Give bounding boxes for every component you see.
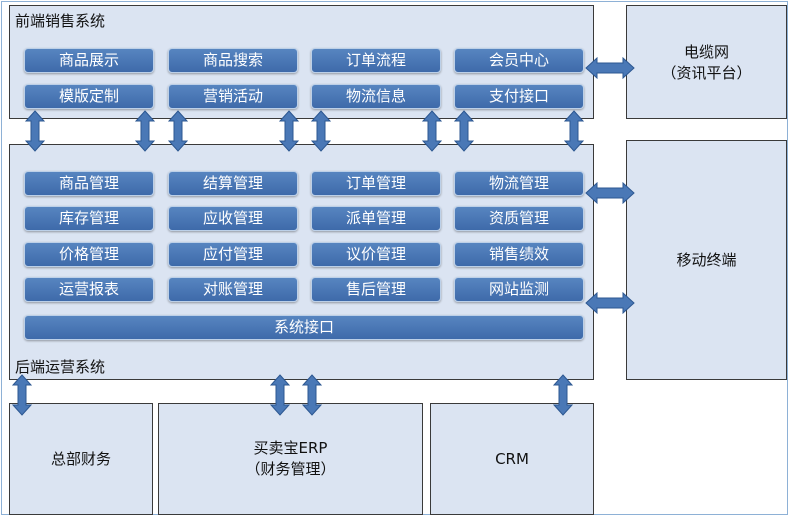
module-bargain-mgmt: 议价管理: [311, 242, 441, 267]
module-site-monitor: 网站监测: [454, 277, 584, 302]
erp-label: 买卖宝ERP （财务管理）: [245, 439, 336, 478]
double-arrow-back-erp-2: [302, 374, 322, 416]
module-system-interface: 系统接口: [24, 315, 584, 340]
module-member-center: 会员中心: [454, 48, 584, 73]
module-product-mgmt: 商品管理: [24, 171, 154, 196]
erp-system: 买卖宝ERP （财务管理）: [158, 403, 423, 515]
front-sales-title: 前端销售系统: [15, 12, 106, 30]
double-arrow-front-back-5: [311, 110, 331, 152]
mobile-terminal-label: 移动终端: [676, 251, 737, 269]
module-order-flow: 订单流程: [311, 48, 441, 73]
double-arrow-back-finance: [12, 374, 32, 416]
module-logistics-info: 物流信息: [311, 84, 441, 109]
cable-net-platform: 电缆网 （资讯平台）: [626, 5, 787, 119]
module-settlement-mgmt: 结算管理: [168, 171, 298, 196]
double-arrow-front-back-2: [135, 110, 155, 152]
hq-finance-label: 总部财务: [50, 450, 111, 468]
module-payables-mgmt: 应付管理: [168, 242, 298, 267]
double-arrow-front-cable-net: [585, 57, 635, 79]
module-ops-report: 运营报表: [24, 277, 154, 302]
module-receivables-mgmt: 应收管理: [168, 206, 298, 231]
cable-net-label: 电缆网 （资讯平台）: [661, 43, 752, 82]
mobile-terminal: 移动终端: [626, 140, 787, 380]
module-order-mgmt: 订单管理: [311, 171, 441, 196]
module-logistics-mgmt: 物流管理: [454, 171, 584, 196]
crm-system: CRM: [430, 403, 594, 515]
module-dispatch-mgmt: 派单管理: [311, 206, 441, 231]
back-ops-title: 后端运营系统: [15, 358, 106, 376]
crm-label: CRM: [495, 450, 529, 468]
module-price-mgmt: 价格管理: [24, 242, 154, 267]
module-payment-interface: 支付接口: [454, 84, 584, 109]
hq-finance: 总部财务: [9, 403, 153, 515]
module-marketing: 营销活动: [168, 84, 298, 109]
double-arrow-front-back-1: [25, 110, 45, 152]
double-arrow-back-mobile-1: [585, 182, 635, 204]
module-product-display: 商品展示: [24, 48, 154, 73]
back-ops-system: 商品管理 结算管理 订单管理 物流管理 库存管理 应收管理 派单管理 资质管理 …: [9, 144, 594, 380]
module-inventory-mgmt: 库存管理: [24, 206, 154, 231]
module-reconciliation-mgmt: 对账管理: [168, 277, 298, 302]
module-aftersales-mgmt: 售后管理: [311, 277, 441, 302]
double-arrow-front-back-3: [168, 110, 188, 152]
double-arrow-front-back-7: [454, 110, 474, 152]
module-qualification-mgmt: 资质管理: [454, 206, 584, 231]
front-sales-system: 前端销售系统 商品展示 商品搜索 订单流程 会员中心 模版定制 营销活动 物流信…: [9, 5, 594, 119]
double-arrow-front-back-6: [422, 110, 442, 152]
double-arrow-front-back-8: [564, 110, 584, 152]
module-template-custom: 模版定制: [24, 84, 154, 109]
double-arrow-back-crm: [553, 374, 573, 416]
double-arrow-back-erp-1: [270, 374, 290, 416]
double-arrow-front-back-4: [279, 110, 299, 152]
module-product-search: 商品搜索: [168, 48, 298, 73]
module-sales-performance: 销售绩效: [454, 242, 584, 267]
double-arrow-back-mobile-2: [585, 292, 635, 314]
